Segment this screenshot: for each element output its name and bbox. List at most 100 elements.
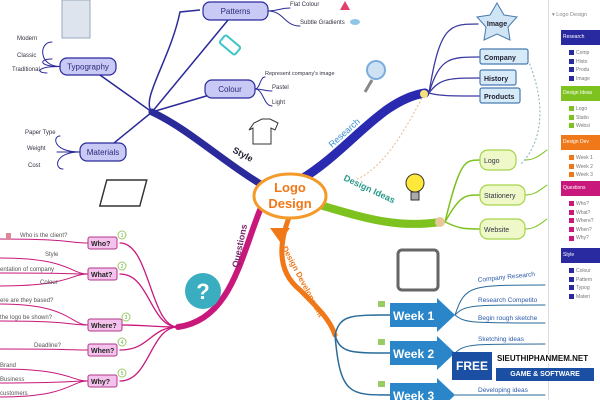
connector [444, 194, 481, 223]
research-node-label: Products [484, 94, 514, 101]
week-task-label: Begin rough sketche [478, 315, 538, 322]
question-node-label: Where? [91, 323, 117, 330]
design-idea-node[interactable]: Logo [479, 149, 517, 171]
connector [428, 92, 481, 97]
connector [428, 56, 481, 94]
week-node[interactable]: Week 2 [390, 336, 455, 370]
node-materials[interactable]: Materials [79, 142, 127, 162]
outline-item[interactable]: Histo [569, 58, 587, 66]
leaf-label: Cost [28, 163, 41, 169]
outline-group[interactable]: Questions [561, 181, 600, 196]
outline-item-label: Materi [576, 293, 590, 300]
connector [334, 334, 391, 354]
question-node[interactable]: When? [87, 343, 118, 357]
magnifier-icon [363, 79, 374, 93]
research-node[interactable]: Products [479, 87, 521, 104]
week-node-label: Week 1 [393, 309, 434, 323]
outline-item[interactable]: Why? [569, 234, 589, 242]
leaf-label: Subtle Gradients [300, 20, 345, 26]
outline-item-label: Image [576, 75, 590, 82]
research-node-label: Image [487, 21, 507, 28]
priority-number: 5 [121, 371, 124, 377]
color-swatch [569, 172, 574, 178]
connector [454, 343, 546, 354]
design-idea-node[interactable]: Website [479, 218, 526, 240]
leaf-label: Paper Type [25, 130, 56, 136]
connector [42, 41, 61, 67]
watermark-tagline: GAME & SOFTWARE [496, 368, 594, 381]
research-branch [295, 88, 430, 185]
research-node[interactable]: History [479, 69, 517, 86]
leaf-label: Light [272, 100, 285, 106]
outline-group[interactable]: Design Ideas [561, 86, 600, 101]
image-star-node[interactable] [476, 2, 518, 41]
outline-item[interactable]: Materi [569, 293, 590, 301]
outline-item[interactable]: Who? [569, 200, 589, 208]
outline-item-label: Why? [576, 235, 589, 242]
outline-item[interactable]: Week 1 [569, 154, 593, 162]
node-colour-label: Colour [218, 85, 242, 94]
priority-badge [121, 312, 131, 322]
design-idea-label: Website [484, 227, 509, 234]
research-node[interactable]: Company [479, 48, 529, 65]
outline-root-label: Logo Design [556, 12, 588, 18]
node-colour[interactable]: Colour [204, 79, 256, 99]
design-idea-node[interactable]: Stationery [479, 184, 526, 206]
outline-item-label: Typog [576, 285, 590, 292]
node-patterns[interactable]: Patterns [202, 1, 269, 21]
outline-root[interactable]: ▾ Logo Design [552, 12, 588, 18]
question-node-label: When? [91, 348, 114, 355]
outline-item[interactable]: Comp [569, 49, 589, 57]
tshirt-icon [248, 118, 279, 145]
outline-item-label: Statio [576, 114, 589, 121]
week-node[interactable]: Week 3 [390, 378, 455, 400]
outline-group[interactable]: Style [561, 248, 600, 263]
outline-group[interactable]: Research [561, 30, 600, 45]
leaf-label: Weight [27, 146, 46, 152]
leaf-label: Flat Colour [290, 2, 319, 8]
connector [0, 257, 89, 275]
question-node[interactable]: Who? [87, 236, 118, 250]
outline-item-label: Websi [576, 123, 590, 130]
outline-item[interactable]: Image [569, 75, 590, 83]
style-branch [148, 108, 274, 194]
outline-item[interactable]: Produ [569, 66, 589, 74]
leaf-label: Represent company's image [265, 71, 335, 77]
outline-item[interactable]: Typog [569, 284, 590, 292]
outline-item-label: Pattern [576, 276, 593, 283]
outline-item[interactable]: Week 3 [569, 171, 593, 179]
outline-item-label: Comp [576, 50, 590, 56]
font-book-icon [61, 0, 91, 39]
outline-item[interactable]: Websi [569, 122, 590, 130]
outline-item[interactable]: Colour [569, 267, 591, 275]
week-node[interactable]: Week 1 [390, 298, 455, 332]
node-typography[interactable]: Typography [59, 57, 117, 76]
question-node[interactable]: Where? [87, 318, 123, 332]
outline-item[interactable]: Where? [569, 217, 594, 225]
outline-item[interactable]: Statio [569, 114, 589, 122]
central-label-line1: Logo [274, 180, 306, 195]
question-node[interactable]: Why? [87, 374, 118, 388]
outline-item[interactable]: Week 2 [569, 163, 593, 171]
gradient-swatch-icon [350, 19, 360, 25]
outline-item-label: Colour [576, 268, 591, 274]
connector [428, 77, 481, 94]
relation-link [519, 59, 541, 166]
question-mark-glyph: ? [196, 279, 209, 304]
connector [444, 221, 481, 230]
outline-item[interactable]: Logo [569, 105, 587, 113]
outline-group[interactable]: Design Dev [561, 135, 600, 150]
connector [0, 348, 89, 351]
branch-end-cap [435, 217, 445, 227]
priority-number: 2 [121, 264, 124, 270]
color-swatch [569, 123, 574, 129]
outline-item[interactable]: When? [569, 226, 592, 234]
outline-item[interactable]: Pattern [569, 276, 592, 284]
priority-number: 3 [125, 315, 128, 321]
branch-label-style: Style [231, 145, 255, 164]
connector [55, 135, 81, 153]
week-task-label: Company Research [477, 271, 535, 284]
outline-item[interactable]: What? [569, 209, 590, 217]
question-node[interactable]: What? [87, 267, 118, 281]
